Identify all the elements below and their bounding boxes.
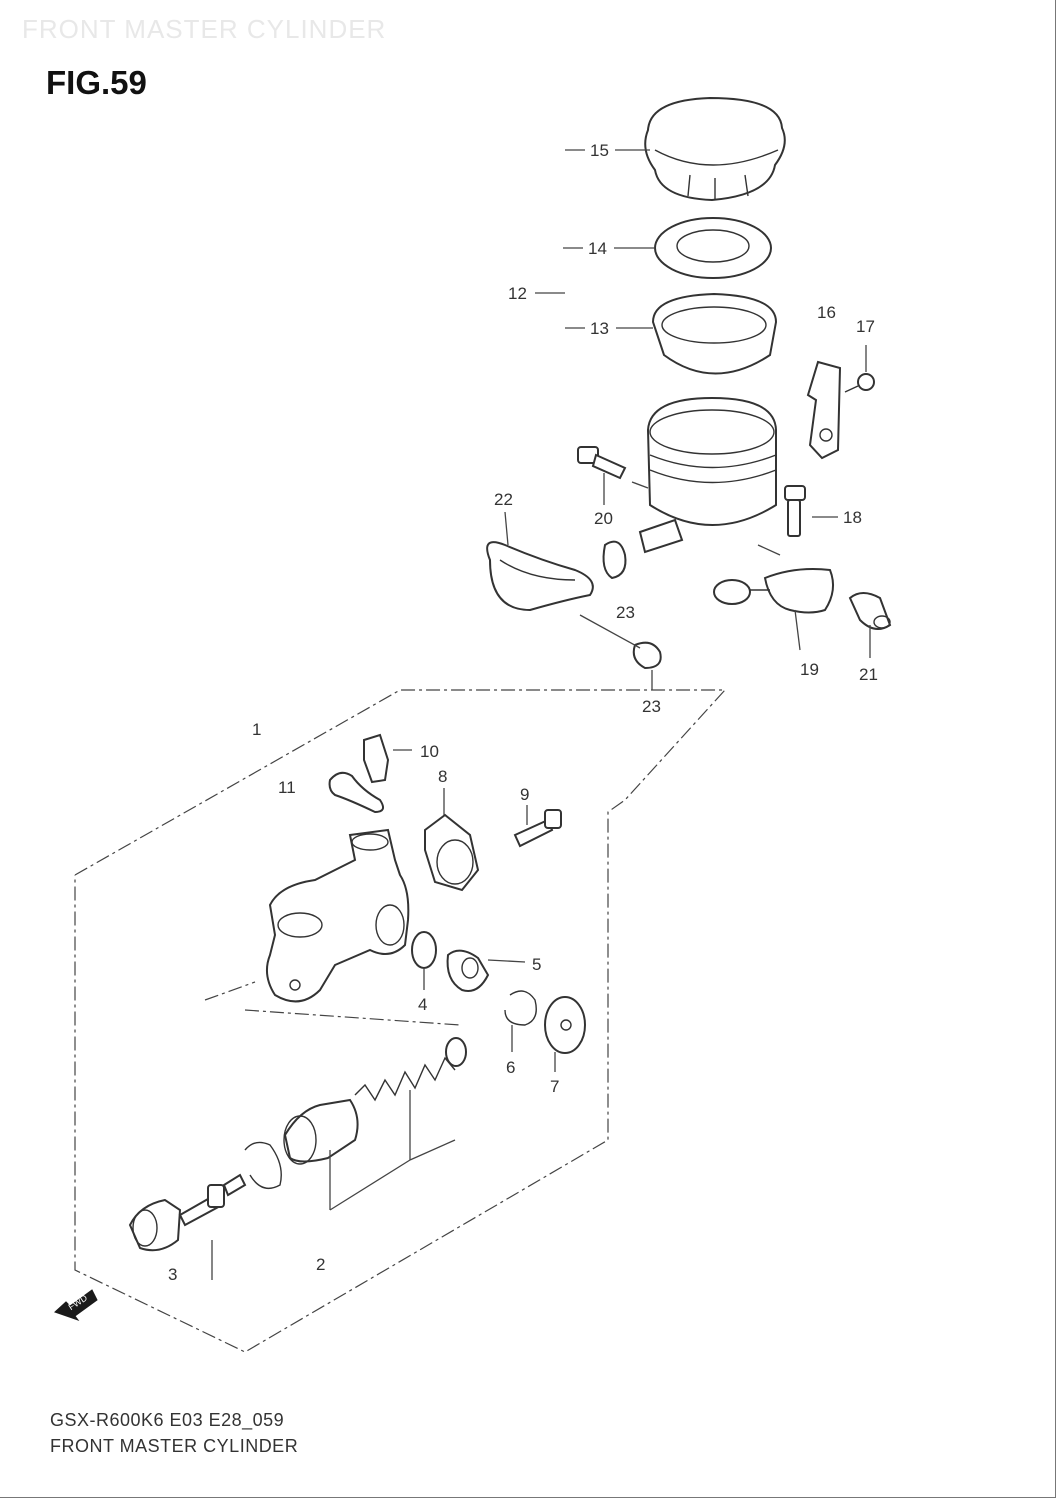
reservoir-hose bbox=[486, 541, 594, 612]
bleeder-cap bbox=[328, 771, 385, 814]
hose-clamp-lower bbox=[632, 641, 662, 670]
bleeder-valve bbox=[363, 733, 390, 784]
brake-light-switch bbox=[424, 813, 480, 892]
reservoir-tank bbox=[638, 396, 777, 554]
assembly-box-inner-line bbox=[204, 981, 256, 1001]
footer-model-code: GSX-R600K6 E03 E28_059 bbox=[50, 1410, 285, 1430]
master-cylinder-body bbox=[265, 828, 410, 1003]
part-number-labels: 1 2 3 4 5 6 7 8 9 10 11 12 13 14 15 16 1… bbox=[168, 141, 878, 1284]
part-label-23-upper: 23 bbox=[616, 603, 635, 622]
part-label-22: 22 bbox=[494, 490, 513, 509]
piston-set bbox=[244, 1037, 467, 1211]
part-label-4: 4 bbox=[418, 995, 427, 1014]
hose-clamp-upper bbox=[602, 540, 627, 580]
part-label-19: 19 bbox=[800, 660, 819, 679]
fwd-arrow-icon: FWD bbox=[54, 1289, 98, 1322]
switch-screw bbox=[513, 809, 562, 848]
dust-cover bbox=[544, 996, 586, 1054]
hose-bolt bbox=[577, 446, 627, 480]
part-label-9: 9 bbox=[520, 785, 529, 804]
watermark-title: FRONT MASTER CYLINDER bbox=[22, 14, 387, 44]
figure-label: FIG.59 bbox=[46, 64, 147, 101]
o-ring bbox=[411, 931, 437, 969]
part-label-2: 2 bbox=[316, 1255, 325, 1274]
reservoir-cap bbox=[644, 96, 786, 202]
part-label-13: 13 bbox=[590, 319, 609, 338]
part-label-3: 3 bbox=[168, 1265, 177, 1284]
reservoir-bracket bbox=[806, 360, 842, 460]
part-label-20: 20 bbox=[594, 509, 613, 528]
push-rod bbox=[128, 1173, 247, 1280]
part-label-14: 14 bbox=[588, 239, 607, 258]
part-label-6: 6 bbox=[506, 1058, 515, 1077]
diaphragm-plate bbox=[651, 292, 778, 375]
part-label-15: 15 bbox=[590, 141, 609, 160]
joint-cushion bbox=[848, 592, 892, 630]
diaphragm bbox=[654, 217, 772, 279]
bracket-screw bbox=[844, 373, 875, 393]
part-label-11: 11 bbox=[278, 778, 296, 797]
part-label-21: 21 bbox=[859, 665, 878, 684]
part-label-10: 10 bbox=[420, 742, 439, 761]
part-label-17: 17 bbox=[856, 317, 875, 336]
assembly-box-outline bbox=[74, 689, 727, 1353]
circlip bbox=[504, 990, 537, 1026]
assembly-box-inner-line-2 bbox=[244, 1009, 461, 1026]
part-label-8: 8 bbox=[438, 767, 447, 786]
pivot-connector bbox=[446, 949, 490, 992]
leader-lines bbox=[393, 149, 871, 1072]
part-label-16: 16 bbox=[817, 303, 836, 322]
part-label-23-lower: 23 bbox=[642, 697, 661, 716]
part-label-1: 1 bbox=[252, 720, 261, 739]
reservoir-bolt bbox=[784, 485, 806, 537]
hose-joint bbox=[713, 568, 835, 614]
footer-title: FRONT MASTER CYLINDER bbox=[50, 1436, 299, 1456]
part-label-5: 5 bbox=[532, 955, 541, 974]
part-label-12: 12 bbox=[508, 284, 527, 303]
part-label-18: 18 bbox=[843, 508, 862, 527]
part-label-7: 7 bbox=[550, 1077, 559, 1096]
